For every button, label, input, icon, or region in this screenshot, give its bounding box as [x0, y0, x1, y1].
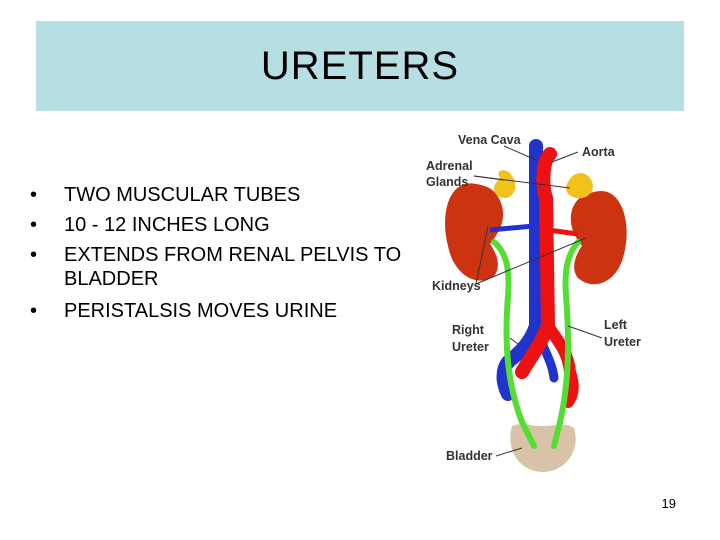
- bullet-list: TWO MUSCULAR TUBES 10 - 12 INCHES LONG E…: [30, 183, 410, 337]
- label-aorta: Aorta: [582, 145, 616, 159]
- right-kidney: [445, 183, 504, 281]
- title-banner: URETERS: [36, 21, 684, 111]
- bullet-item: TWO MUSCULAR TUBES: [30, 183, 410, 207]
- urinary-system-diagram: Vena Cava Aorta Adrenal Glands Kidneys R…: [426, 133, 641, 472]
- label-left-ureter-line2: Ureter: [604, 335, 641, 349]
- vena-cava-right-branch: [531, 321, 559, 383]
- aorta: [515, 147, 557, 379]
- label-left-ureter-line1: Left: [604, 318, 628, 332]
- page-number: 19: [661, 496, 676, 511]
- label-bladder: Bladder: [446, 449, 493, 463]
- bullet-item: PERISTALSIS MOVES URINE: [30, 291, 410, 331]
- right-ureter-end: [519, 419, 537, 449]
- label-kidneys: Kidneys: [432, 279, 481, 293]
- label-right-ureter-line2: Ureter: [452, 340, 489, 354]
- leader-lines: [473, 145, 603, 457]
- renal-vein: [489, 223, 535, 233]
- slide-title: URETERS: [260, 43, 460, 88]
- bullet-item: EXTENDS FROM RENAL PELVIS TO BLADDER: [30, 243, 410, 291]
- label-adrenal-line2: Glands: [426, 175, 468, 189]
- right-adrenal-gland: [493, 170, 516, 198]
- left-adrenal-gland: [566, 173, 593, 199]
- label-vena-cava: Vena Cava: [458, 133, 522, 147]
- left-ureter-end: [551, 419, 563, 449]
- label-right-ureter-line1: Right: [452, 323, 485, 337]
- left-kidney: [570, 190, 627, 285]
- bullet-item: 10 - 12 INCHES LONG: [30, 213, 410, 237]
- label-adrenal-line1: Adrenal: [426, 159, 473, 173]
